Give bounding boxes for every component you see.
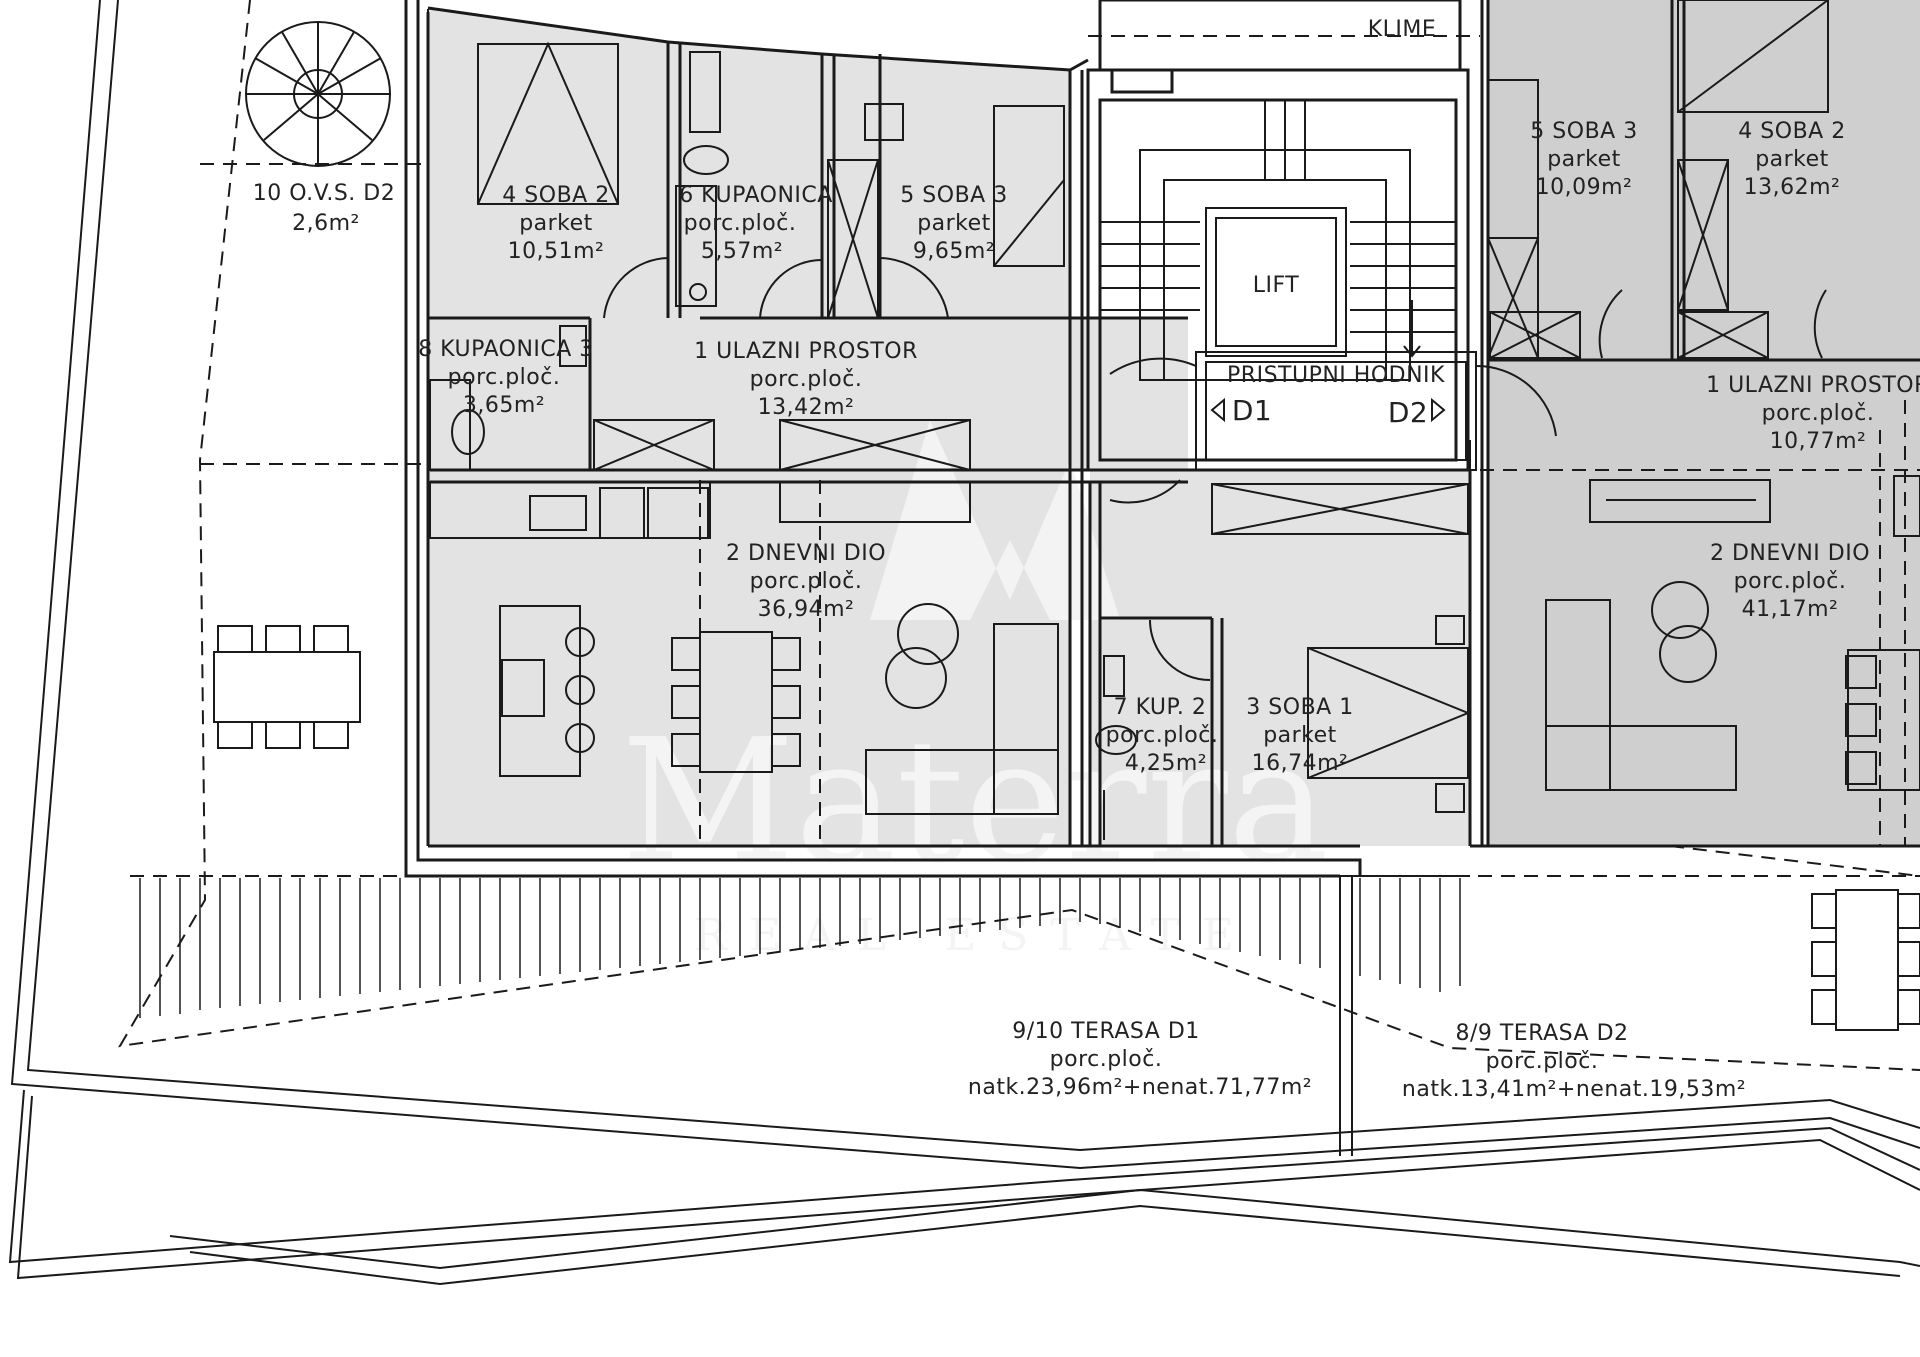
- label-soba2-d1: 4 SOBA 2 parket 10,51m²: [502, 183, 609, 264]
- furniture: [213, 0, 1920, 1031]
- stair-core: [1100, 100, 1557, 471]
- walls: [404, 0, 1920, 878]
- svg-text:10,09m²: 10,09m²: [1536, 175, 1633, 200]
- label-pristupni-hodnik: PRISTUPNI HODNIK: [1227, 363, 1445, 388]
- svg-text:36,94m²: 36,94m²: [758, 597, 855, 622]
- label-ovs: 10 O.V.S. D2 2,6m²: [253, 181, 396, 236]
- label-soba3-d2: 5 SOBA 3 parket 10,09m²: [1530, 119, 1637, 200]
- label-ulazni-d1: 1 ULAZNI PROSTOR porc.ploč. 13,42m²: [694, 339, 918, 420]
- svg-text:porc.ploč.: porc.ploč.: [1734, 569, 1847, 594]
- room-ulazni-d2: [1488, 360, 1920, 470]
- label-ulazni-d2: 1 ULAZNI PROSTOR porc.ploč. 10,77m²: [1706, 373, 1920, 454]
- room-hall-d2: [1090, 470, 1470, 620]
- label-lift: LIFT: [1253, 273, 1300, 298]
- entrance-d2: D2: [1388, 396, 1446, 429]
- svg-text:1 ULAZNI PROSTOR: 1 ULAZNI PROSTOR: [694, 339, 918, 364]
- svg-text:porc.ploč.: porc.ploč.: [1486, 1049, 1599, 1074]
- label-kupaonica6: 6 KUPAONICA porc.ploč. 5,57m²: [679, 183, 833, 264]
- entrance-d1: D1: [1210, 394, 1272, 427]
- svg-text:5 SOBA 3: 5 SOBA 3: [1530, 119, 1637, 144]
- label-kup7: 7 KUP. 2 porc.ploč. 4,25m²: [1106, 695, 1219, 776]
- room-soba2-d1: [428, 8, 668, 318]
- svg-text:6 KUPAONICA: 6 KUPAONICA: [679, 183, 833, 208]
- label-soba2-d2: 4 SOBA 2 parket 13,62m²: [1738, 119, 1845, 200]
- svg-text:1 ULAZNI PROSTOR: 1 ULAZNI PROSTOR: [1706, 373, 1920, 398]
- svg-text:parket: parket: [1263, 723, 1337, 748]
- room-dnevni-d2: [1488, 470, 1920, 846]
- svg-text:4,25m²: 4,25m²: [1125, 751, 1207, 776]
- room-fills: [428, 0, 1920, 846]
- label-kupaonica8: 8 KUPAONICA 3 porc.ploč. 3,65m²: [418, 337, 594, 418]
- labels: KLIME LIFT PRISTUPNI HODNIK D1 D2 10 O.V…: [253, 17, 1920, 1102]
- svg-text:parket: parket: [1755, 147, 1829, 172]
- room-soba1-d2: [1212, 620, 1470, 846]
- svg-text:2 DNEVNI DIO: 2 DNEVNI DIO: [1710, 541, 1870, 566]
- label-klime: KLIME: [1368, 17, 1437, 42]
- room-ulazni-d1: [428, 318, 1188, 470]
- arrow-right-icon: [1431, 397, 1446, 423]
- svg-text:porc.ploč.: porc.ploč.: [448, 365, 561, 390]
- svg-text:16,74m²: 16,74m²: [1252, 751, 1349, 776]
- svg-text:13,62m²: 13,62m²: [1744, 175, 1841, 200]
- svg-text:parket: parket: [1547, 147, 1621, 172]
- svg-text:porc.ploč.: porc.ploč.: [750, 569, 863, 594]
- svg-text:8 KUPAONICA 3: 8 KUPAONICA 3: [418, 337, 594, 362]
- svg-text:8/9 TERASA D2: 8/9 TERASA D2: [1455, 1021, 1628, 1046]
- label-terasa-d2: 8/9 TERASA D2 porc.ploč. natk.13,41m²+ne…: [1402, 1021, 1746, 1102]
- svg-text:natk.23,96m²+nenat.71,77m²: natk.23,96m²+nenat.71,77m²: [968, 1075, 1312, 1100]
- svg-text:4 SOBA 2: 4 SOBA 2: [1738, 119, 1845, 144]
- svg-text:2 DNEVNI DIO: 2 DNEVNI DIO: [726, 541, 886, 566]
- label-terasa-d1: 9/10 TERASA D1 porc.ploč. natk.23,96m²+n…: [968, 1019, 1312, 1100]
- svg-text:7 KUP. 2: 7 KUP. 2: [1114, 695, 1207, 720]
- label-d2: D2: [1388, 396, 1428, 429]
- svg-text:porc.ploč.: porc.ploč.: [1762, 401, 1875, 426]
- svg-text:41,17m²: 41,17m²: [1742, 597, 1839, 622]
- pergola-slats: [139, 878, 1461, 1018]
- svg-text:parket: parket: [519, 211, 593, 236]
- label-d1: D1: [1232, 394, 1272, 427]
- label-dnevni-d2: 2 DNEVNI DIO porc.ploč. 41,17m²: [1710, 541, 1870, 622]
- svg-text:9,65m²: 9,65m²: [913, 239, 995, 264]
- spiral-stair: [245, 21, 391, 167]
- lift-shaft: [1205, 207, 1347, 357]
- svg-text:2,6m²: 2,6m²: [292, 211, 360, 236]
- label-soba3-d1: 5 SOBA 3 parket 9,65m²: [900, 183, 1007, 264]
- svg-text:10,77m²: 10,77m²: [1770, 429, 1867, 454]
- svg-text:9/10 TERASA D1: 9/10 TERASA D1: [1012, 1019, 1200, 1044]
- svg-text:10,51m²: 10,51m²: [508, 239, 605, 264]
- svg-text:13,42m²: 13,42m²: [758, 395, 855, 420]
- label-dnevni-d1: 2 DNEVNI DIO porc.ploč. 36,94m²: [726, 541, 886, 622]
- svg-text:3,65m²: 3,65m²: [463, 393, 545, 418]
- room-soba3-d2: [1488, 0, 1672, 360]
- svg-text:natk.13,41m²+nenat.19,53m²: natk.13,41m²+nenat.19,53m²: [1402, 1077, 1746, 1102]
- room-kupaonica6: [668, 42, 822, 318]
- svg-text:5 SOBA 3: 5 SOBA 3: [900, 183, 1007, 208]
- arrow-left-icon: [1210, 397, 1225, 423]
- room-soba3-d1: [822, 54, 1070, 318]
- room-soba2-d2: [1672, 0, 1920, 360]
- watermark-sub: REAL ESTATE: [694, 910, 1256, 961]
- svg-text:porc.ploč.: porc.ploč.: [684, 211, 797, 236]
- svg-text:3 SOBA 1: 3 SOBA 1: [1246, 695, 1353, 720]
- svg-text:parket: parket: [917, 211, 991, 236]
- label-soba1-d2: 3 SOBA 1 parket 16,74m²: [1246, 695, 1353, 776]
- terrace-outlines: [8, 0, 1920, 1286]
- svg-text:5,57m²: 5,57m²: [701, 239, 783, 264]
- svg-text:porc.ploč.: porc.ploč.: [750, 367, 863, 392]
- svg-text:10 O.V.S. D2: 10 O.V.S. D2: [253, 181, 396, 206]
- svg-text:4 SOBA 2: 4 SOBA 2: [502, 183, 609, 208]
- svg-text:porc.ploč.: porc.ploč.: [1050, 1047, 1163, 1072]
- svg-text:porc.ploč.: porc.ploč.: [1106, 723, 1219, 748]
